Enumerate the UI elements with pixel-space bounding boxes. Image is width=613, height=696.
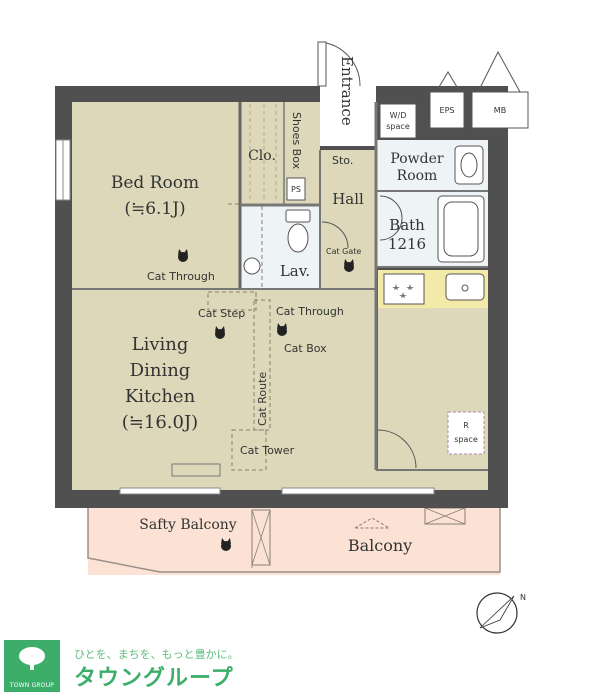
ps-floor	[286, 177, 306, 201]
bath-size: 1216	[388, 235, 426, 253]
eps-label: EPS	[440, 106, 455, 115]
eps-box	[429, 91, 465, 129]
closet-floor	[240, 102, 284, 204]
town-group-logo: TOWN GROUP	[4, 640, 60, 692]
eps-door-swing	[435, 71, 461, 93]
r-space-label: R	[463, 421, 469, 430]
cat-tower-label: Cat Tower	[240, 444, 295, 457]
ldk-label-dining: Dining	[130, 360, 191, 381]
r-space-sub: space	[454, 435, 478, 444]
ldk-label-living: Living	[132, 334, 189, 355]
floor-plan: Bed Room (≒6.1J) Clo. Shoes Box Entrance…	[55, 41, 529, 634]
logo-text: TOWN GROUP	[9, 682, 55, 689]
cat-box-label: Cat Box	[284, 342, 327, 355]
stove-burners	[392, 284, 414, 298]
storage-label: Sto.	[332, 154, 353, 167]
cat-gate-label: Cat Gate	[326, 247, 361, 256]
cat-icon	[215, 326, 225, 339]
wd-sub: space	[386, 122, 410, 131]
mb-door-swing	[477, 50, 521, 93]
lavatory-label: Lav.	[280, 262, 310, 280]
shoes-box-floor	[284, 102, 320, 150]
footer: TOWN GROUP ひとを、まちを、もっと豊かに。 タウングループ	[0, 636, 613, 696]
balcony-label: Balcony	[348, 536, 412, 555]
cat-step-label: Cat Step	[198, 307, 245, 320]
wd-space-floor	[379, 103, 417, 139]
mb-box	[471, 91, 529, 129]
svg-text:N: N	[520, 593, 526, 602]
hall-label: Hall	[332, 190, 364, 208]
ldk-floor	[72, 290, 376, 490]
tree-icon	[19, 647, 45, 670]
cat-through-label-1: Cat Through	[147, 270, 215, 283]
bedroom-label: Bed Room	[111, 173, 199, 193]
powder-sink	[460, 152, 478, 178]
tagline: ひとを、まちを、もっと豊かに。	[74, 648, 239, 661]
mb-label: MB	[494, 106, 506, 115]
bedroom-size: (≒6.1J)	[124, 199, 185, 219]
balcony-area	[88, 505, 500, 575]
cat-icon	[178, 249, 188, 262]
cat-tower-area	[231, 429, 267, 471]
closet-label: Clo.	[248, 148, 276, 164]
toilet-bowl	[287, 223, 309, 253]
wd-label: W/D	[390, 111, 407, 120]
cat-step-area	[207, 291, 257, 311]
cat-icon	[344, 259, 354, 272]
lav-sink	[243, 257, 261, 275]
shoes-box-label: Shoes Box	[290, 112, 303, 170]
ldk-label-kitchen: Kitchen	[125, 386, 196, 407]
bedroom-floor	[72, 102, 240, 288]
cat-icon	[277, 323, 287, 336]
ldk-size: (≒16.0J)	[122, 412, 198, 433]
safety-balcony-label: Safty Balcony	[139, 517, 237, 533]
hatch-box	[251, 509, 271, 566]
entrance-floor	[320, 86, 376, 146]
cat-through-label-2: Cat Through	[276, 305, 344, 318]
r-space	[447, 411, 485, 455]
compass-icon: N	[476, 592, 526, 634]
cat-route-label: Cat Route	[256, 372, 269, 426]
powder-room-label-1: Powder	[390, 151, 444, 167]
ps-label: PS	[291, 185, 301, 194]
entrance-label: Entrance	[338, 56, 356, 126]
brand-name: タウングループ	[74, 666, 234, 691]
cat-icons	[178, 249, 354, 551]
tv-stand	[171, 463, 221, 477]
ac-unit-outline	[353, 517, 391, 529]
cat-icon	[221, 538, 231, 551]
bath-label: Bath	[389, 216, 425, 234]
balcony-rail	[87, 505, 501, 573]
powder-room-label-2: Room	[397, 168, 438, 184]
ldk-lower-floor	[100, 470, 488, 490]
kitchen-sink	[445, 273, 485, 301]
toilet-tank	[285, 209, 311, 223]
